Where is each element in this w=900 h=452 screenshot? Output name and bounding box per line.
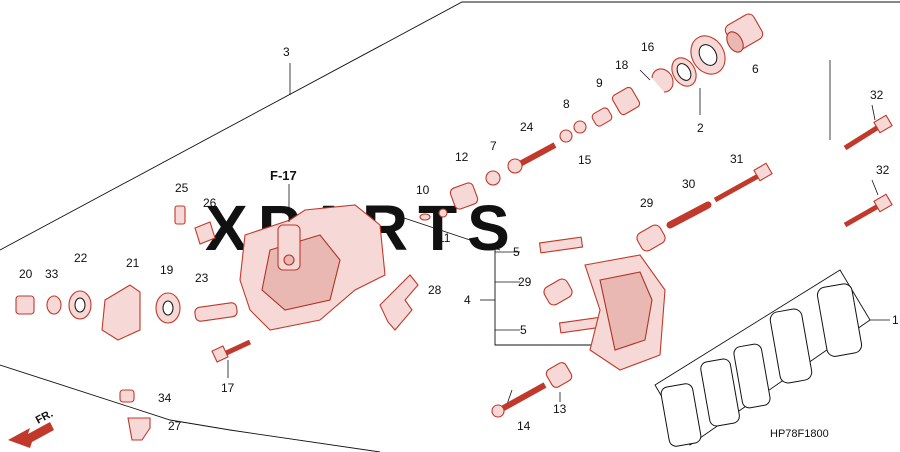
pin-boot-upper-part — [636, 224, 666, 252]
callout-number: 20 — [19, 267, 33, 281]
boot-sleeve-part — [724, 13, 764, 53]
clip-part — [127, 417, 151, 441]
caliper-body-part — [239, 204, 386, 331]
circlip-part — [651, 68, 674, 93]
callout-number: 32 — [870, 88, 884, 102]
callout-number: 19 — [160, 263, 174, 277]
callout-number: 1 — [892, 313, 899, 327]
callout-number: 4 — [464, 293, 471, 307]
callout-number: 32 — [876, 163, 890, 177]
caliper-bracket-part — [584, 254, 666, 371]
callout-number: 18 — [615, 58, 629, 72]
spring-part — [591, 107, 613, 127]
callout-number: 21 — [126, 256, 140, 270]
lock-nut-part — [15, 295, 35, 315]
part-number-callouts: 1 2 3 4 5 5 6 7 8 9 10 11 12 13 14 15 16… — [19, 40, 899, 433]
bracket-boot-part — [545, 362, 573, 388]
washer-large-part — [46, 295, 62, 315]
callout-number: 6 — [752, 62, 759, 76]
bleeder-cap-part — [194, 221, 216, 245]
callout-number: 33 — [45, 267, 59, 281]
callout-number: 28 — [428, 283, 442, 297]
bracket-pin-part — [491, 382, 547, 418]
front-direction-arrow-icon: FR. — [8, 408, 55, 448]
callout-number: 23 — [195, 271, 209, 285]
callout-number: 24 — [520, 120, 534, 134]
piston-seal-part — [671, 35, 726, 87]
callout-number: 9 — [596, 76, 603, 90]
callout-number: 13 — [553, 402, 567, 416]
pad-spring-clip-upper — [538, 236, 584, 254]
drawing-code: HP78F1800 — [770, 428, 829, 440]
washer-part — [559, 129, 573, 143]
pad-spring-part — [379, 274, 419, 331]
reference-label: F-17 — [270, 168, 297, 183]
callout-number: 30 — [682, 177, 696, 191]
o-ring-part — [573, 120, 587, 134]
callout-number: 31 — [730, 152, 744, 166]
callout-number: 12 — [455, 150, 469, 164]
mounting-bolt-upper-part — [843, 114, 893, 151]
washer-small-part — [438, 208, 448, 218]
callout-number: 25 — [175, 181, 189, 195]
return-spring-part — [68, 290, 92, 320]
adjuster-part — [611, 86, 641, 116]
callout-number: 34 — [158, 391, 172, 405]
callout-number: 17 — [221, 381, 235, 395]
assembly-frame-top — [0, 1, 900, 251]
callout-number: 7 — [490, 139, 497, 153]
nut-part — [485, 170, 501, 186]
callout-number: 2 — [697, 121, 704, 135]
callout-number: 5 — [520, 323, 527, 337]
assembly-frame-bottom — [0, 364, 381, 452]
brake-pad-set-part — [660, 283, 863, 447]
callout-number: 14 — [517, 419, 531, 433]
callout-number: 10 — [416, 183, 430, 197]
callout-number: 22 — [74, 251, 88, 265]
callout-number: 29 — [518, 275, 532, 289]
callout-number: 29 — [640, 196, 654, 210]
o-ring-small-part — [419, 213, 431, 221]
callout-number: 16 — [641, 40, 655, 54]
pin-boot-lower-part — [543, 278, 573, 306]
lever-part — [449, 182, 479, 210]
callout-number: 3 — [283, 45, 290, 59]
direction-label: FR. — [34, 408, 55, 427]
caliper-bolt-part — [211, 339, 252, 363]
callout-number: 8 — [563, 97, 570, 111]
callout-number: 5 — [513, 245, 520, 259]
callout-number: 15 — [578, 153, 592, 167]
callout-number: 26 — [203, 196, 217, 210]
callout-number: 27 — [168, 419, 182, 433]
slide-pin-part — [666, 201, 712, 229]
long-bolt-part — [713, 162, 773, 203]
callout-number: 11 — [438, 231, 451, 245]
mounting-bolt-lower-part — [843, 193, 893, 228]
adjuster-shaft-part — [507, 142, 557, 174]
lever-plate-part — [101, 284, 141, 341]
cap-part — [119, 389, 135, 403]
bleeder-valve-part — [174, 205, 186, 225]
piston-part — [194, 302, 238, 322]
bearing-part — [155, 292, 181, 324]
